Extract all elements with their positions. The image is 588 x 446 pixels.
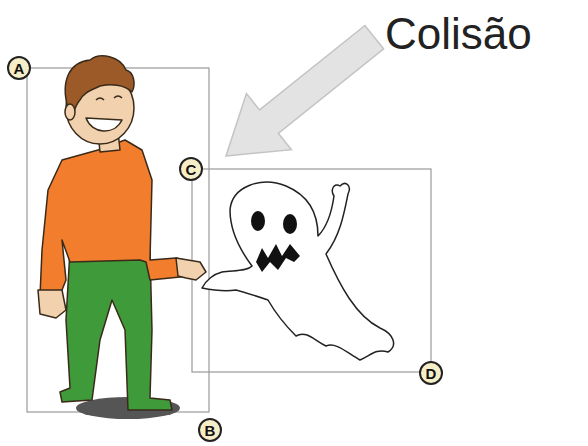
corner-marker: B xyxy=(198,418,222,442)
corner-letter: C xyxy=(186,162,197,177)
collision-arrow xyxy=(203,9,396,184)
corner-marker: C xyxy=(179,157,203,181)
corner-marker: A xyxy=(7,56,31,80)
collision-label: Colisão xyxy=(385,12,532,56)
bounding-box xyxy=(27,68,209,412)
ghost-figure xyxy=(202,182,394,360)
corner-letter: B xyxy=(205,423,216,438)
man-figure xyxy=(38,56,206,419)
corner-letter: A xyxy=(14,61,25,76)
corner-letter: D xyxy=(426,366,437,381)
corner-marker: D xyxy=(419,361,443,385)
bounding-box xyxy=(192,169,431,372)
